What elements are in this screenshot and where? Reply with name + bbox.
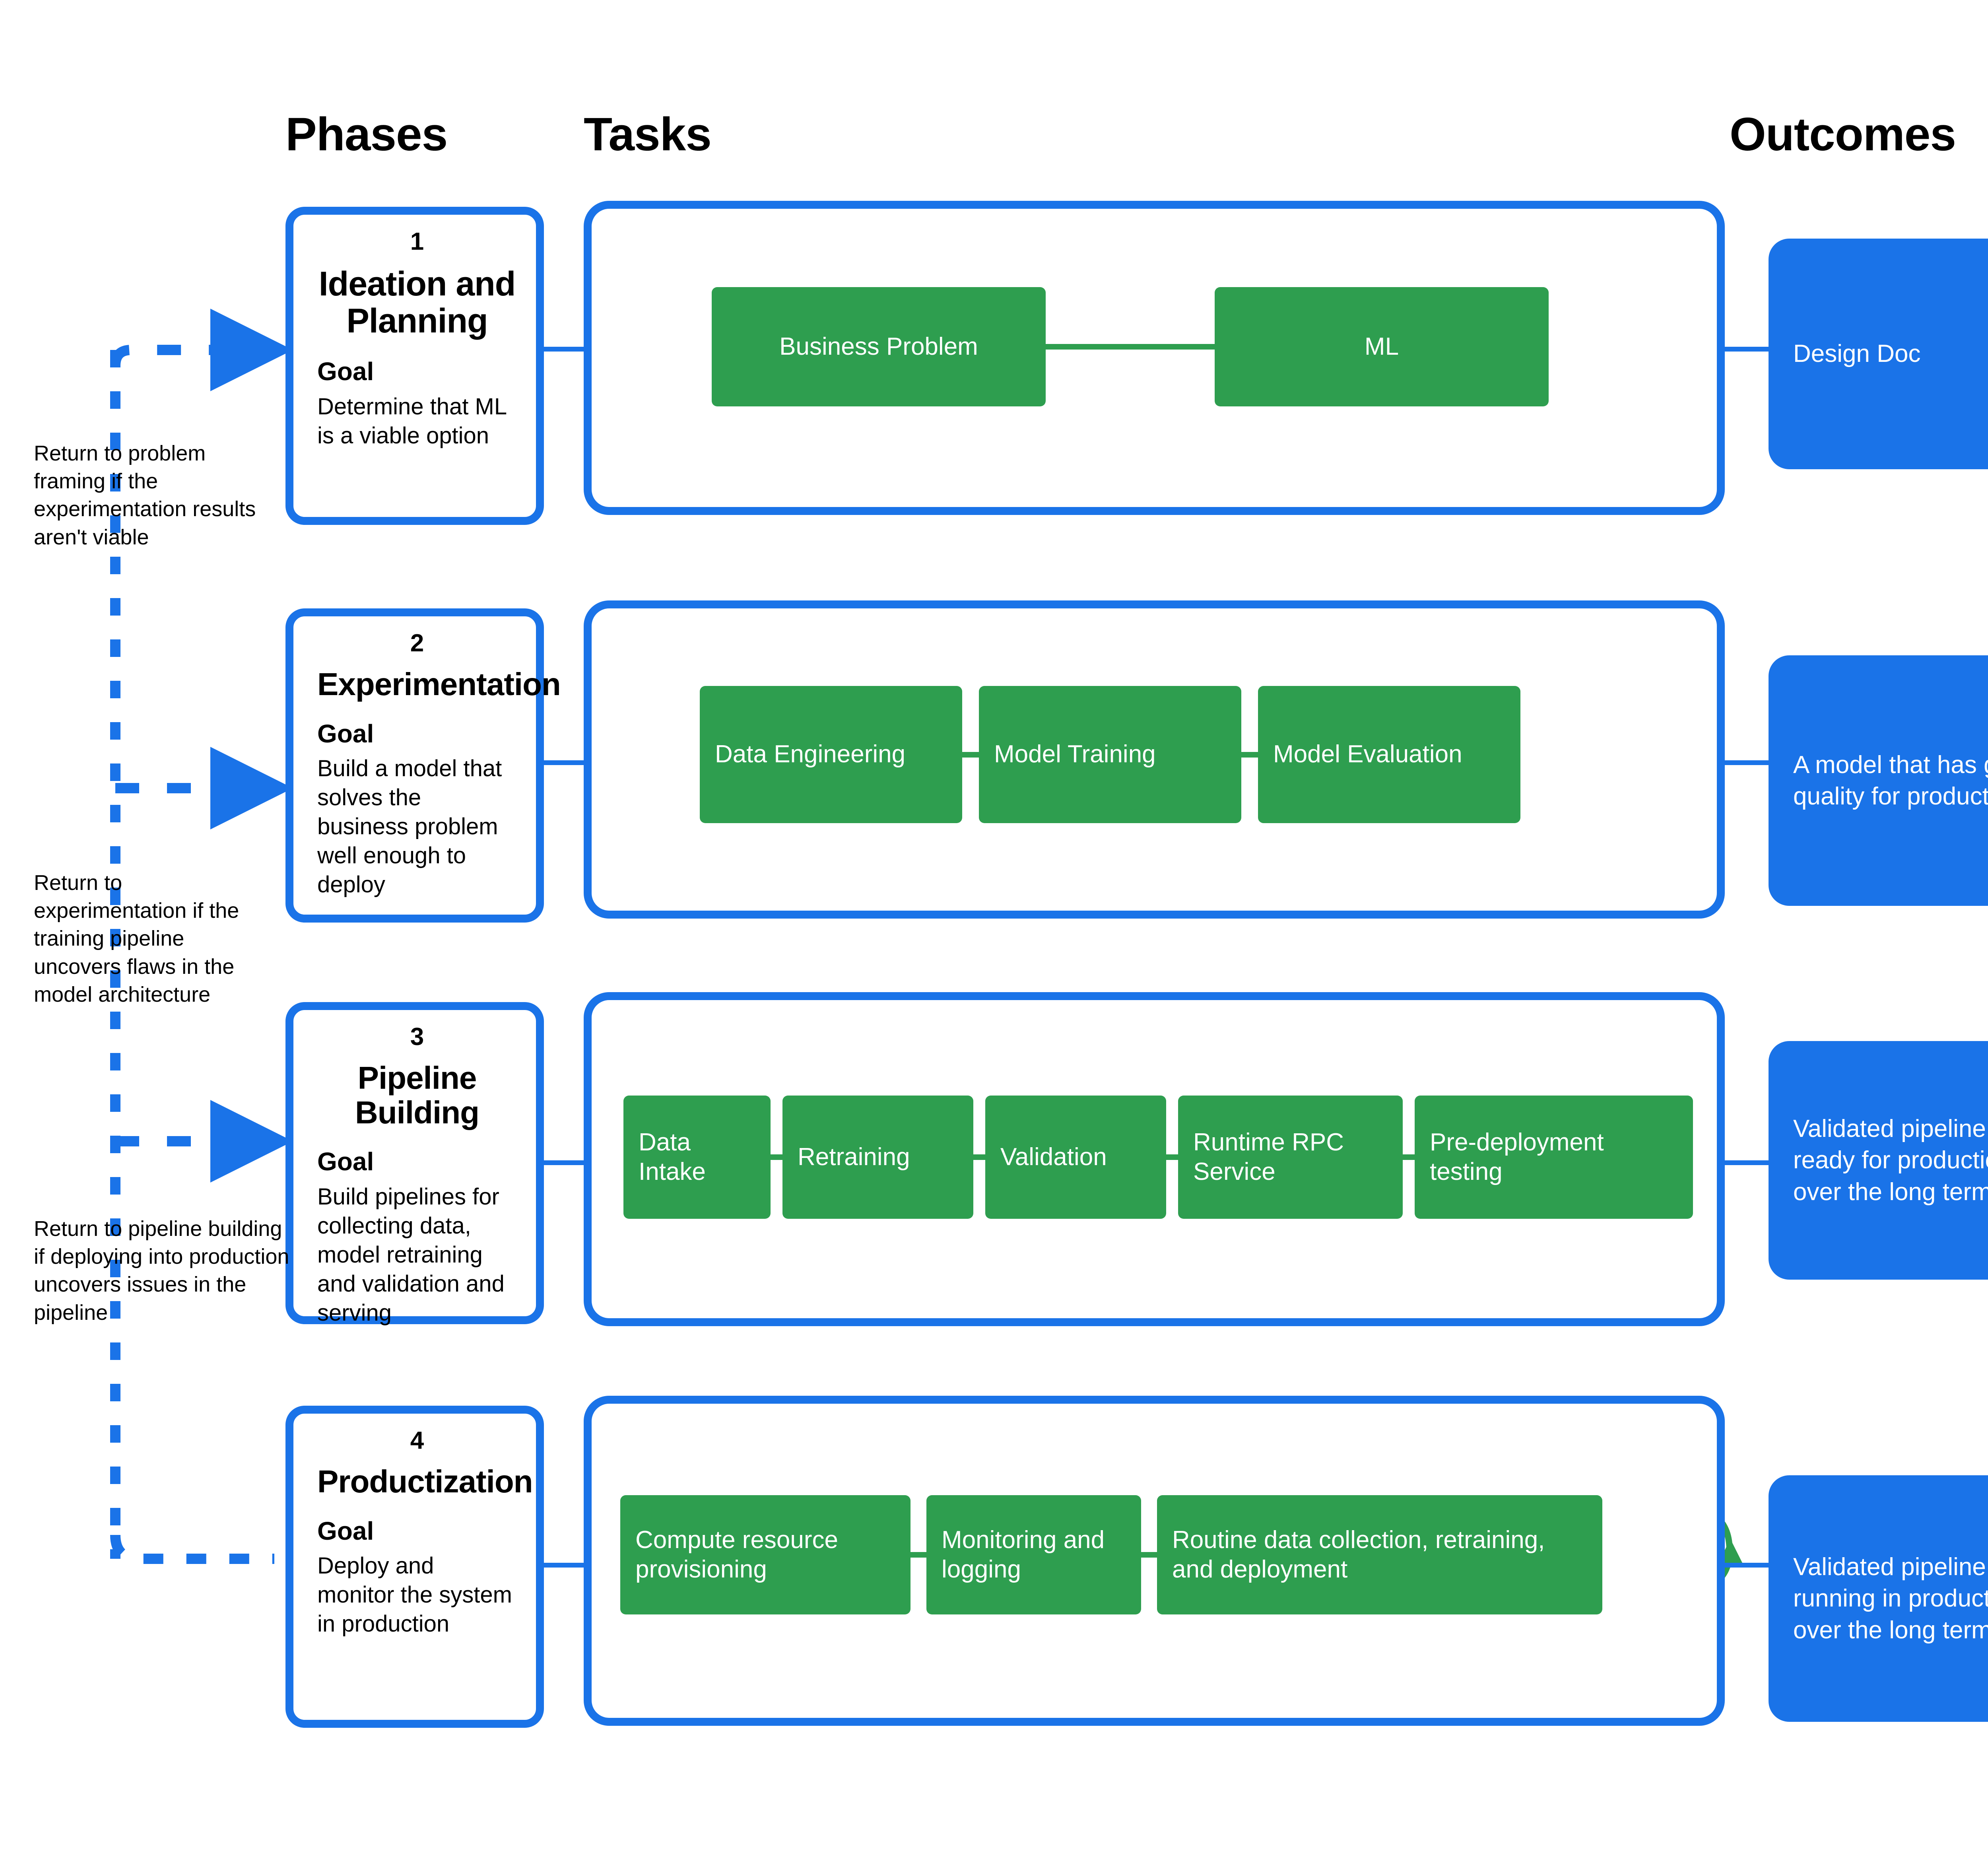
task-box[interactable]: Validation [985,1096,1166,1219]
outcome-box-2[interactable]: A model that has good quality for produc… [1769,655,1988,906]
task-connector [1166,1154,1178,1160]
connector-phase2-to-tasks2 [544,760,588,765]
task-row-2: Data Engineering Model Training Model Ev… [700,686,1520,823]
task-connector [973,1154,985,1160]
phase-goal-block-1: Goal Determine that ML is a viable optio… [317,357,517,450]
column-header-tasks: Tasks [584,108,712,161]
phase-goal-block-3: Goal Build pipelines for collecting data… [317,1147,517,1327]
phase-goal-block-2: Goal Build a model that solves the busin… [317,719,517,899]
goal-label-3: Goal [317,1147,374,1176]
phase-card-3[interactable]: 3 Pipeline Building Goal Build pipelines… [285,1002,544,1327]
column-header-phases: Phases [285,108,448,161]
goal-label-2: Goal [317,719,374,748]
task-box[interactable]: Data Intake [623,1096,771,1219]
task-box[interactable]: Compute resource provisioning [620,1495,911,1614]
task-box[interactable]: Business Problem [712,287,1046,406]
task-connector [962,752,979,758]
task-connector [771,1154,782,1160]
phase-card-1[interactable]: 1 Ideation and Planning Goal Determine t… [285,207,544,525]
task-box[interactable]: ML [1215,287,1549,406]
task-connector [1241,752,1258,758]
feedback-arrow-to-phase-1 [110,309,293,391]
outcome-box-3[interactable]: Validated pipeline that's ready for prod… [1769,1041,1988,1280]
task-box[interactable]: Monitoring and logging [926,1495,1141,1614]
feedback-source-phase-4 [110,1535,274,1564]
return-note-left-2: Return to experimentation if the trainin… [34,871,239,1006]
phase-number-2: 2 [410,629,424,657]
task-connector [911,1552,926,1558]
connector-tasks1-to-outcome1 [1725,347,1769,352]
task-box[interactable]: Pre-deployment testing [1415,1096,1693,1219]
goal-text-4: Deploy and monitor the system in product… [317,1553,512,1637]
return-note-left-1: Return to problem framing if the experim… [34,441,256,549]
phase-number-1: 1 [410,228,424,255]
task-box[interactable]: Data Engineering [700,686,962,823]
phase-title-1: Ideation and Planning [318,265,516,340]
task-box[interactable]: Runtime RPC Service [1178,1096,1403,1219]
phase-title-2: Experimentation [317,666,561,702]
outcome-box-4[interactable]: Validated pipeline that's running in pro… [1769,1475,1988,1722]
task-connector [1403,1154,1415,1160]
phase-title-4: Productization [317,1464,533,1500]
connector-phase4-to-tasks4 [544,1563,588,1568]
goal-text-1: Determine that ML is a viable option [317,393,506,449]
connector-tasks3-to-outcome3 [1725,1160,1769,1165]
phase-number-4: 4 [410,1427,424,1454]
goal-label-4: Goal [317,1516,374,1545]
connector-phase1-to-tasks1 [544,347,588,352]
phase-number-3: 3 [410,1023,424,1051]
task-row-1: Business Problem ML [712,287,1549,406]
connector-tasks2-to-outcome2 [1725,760,1769,765]
task-connector [1046,344,1215,350]
outcome-box-1[interactable]: Design Doc [1769,239,1988,469]
connector-tasks4-to-outcome4 [1725,1563,1769,1568]
task-box[interactable]: Routine data collection, retraining, and… [1157,1495,1602,1614]
task-box[interactable]: Retraining [782,1096,973,1219]
phase-title-3: Pipeline Building [355,1060,480,1130]
task-box[interactable]: Model Evaluation [1258,686,1520,823]
column-header-outcomes: Outcomes [1730,108,1956,161]
goal-text-2: Build a model that solves the business p… [317,756,502,898]
task-row-4: Compute resource provisioning Monitoring… [620,1495,1602,1614]
task-connector [1141,1552,1157,1558]
connector-phase3-to-tasks3 [544,1160,588,1165]
phase-goal-block-4: Goal Deploy and monitor the system in pr… [317,1517,517,1639]
phase-card-4[interactable]: 4 Productization Goal Deploy and monitor… [285,1406,544,1728]
phase-card-2[interactable]: 2 Experimentation Goal Build a model tha… [285,608,561,923]
goal-text-3: Build pipelines for collecting data, mod… [317,1183,505,1326]
goal-label-1: Goal [317,357,374,386]
task-box[interactable]: Model Training [979,686,1241,823]
return-note-left-3: Return to pipeline building if deploying… [34,1217,289,1325]
task-row-3: Data Intake Retraining Validation Runtim… [623,1096,1693,1219]
